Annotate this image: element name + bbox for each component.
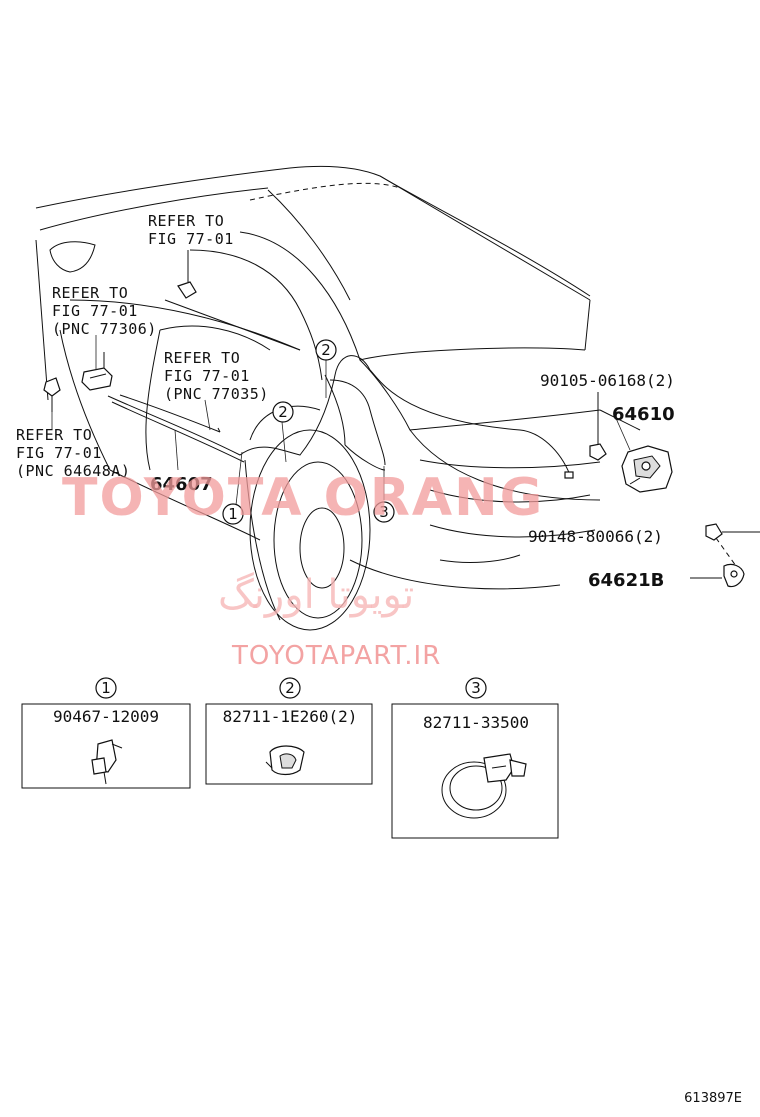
refer-b-line1: REFER TO [52,284,128,302]
callout-2-number: 2 [278,403,288,421]
detail-box-2: 2 82711-1E260(2) [205,677,373,785]
detail-3-callout: 3 [471,679,481,697]
callout-2a-marker: 2 [272,401,294,423]
refer-label-d: REFER TO FIG 77-01 (PNC 64648A) [16,426,130,480]
refer-b-line3: (PNC 77306) [52,320,157,338]
lever-part [43,377,61,412]
callout-2-number: 2 [321,341,331,359]
refer-label-c: REFER TO FIG 77-01 (PNC 77035) [164,349,269,403]
detail-1-callout: 1 [101,679,111,697]
watermark-brand: TOYOTA ORANG [62,468,544,528]
callout-3-number: 3 [379,503,389,521]
refer-c-line1: REFER TO [164,349,240,367]
refer-a-line1: REFER TO [148,212,224,230]
refer-label-a: REFER TO FIG 77-01 [148,212,234,248]
part-label-90148: 90148-80066(2) [528,527,663,546]
detail-2-part-number: 82711-1E260(2) [223,707,358,726]
detail-1-part-number: 90467-12009 [53,707,159,726]
refer-b-line2: FIG 77-01 [52,302,138,320]
refer-d-line2: FIG 77-01 [16,444,102,462]
diagram-callouts: 1 2 2 3 [222,339,395,525]
part-label-90105: 90105-06168(2) [540,371,675,390]
refer-a-line2: FIG 77-01 [148,230,234,248]
detail-box-1: 1 90467-12009 [21,677,191,789]
screw-90148 [705,523,760,567]
lock-connector [81,352,113,391]
detail-box-3: 3 82711-33500 [391,677,559,839]
callout-3-marker: 3 [373,501,395,523]
part-label-64621b: 64621B [588,570,664,591]
refer-c-line3: (PNC 77035) [164,385,269,403]
refer-c-line2: FIG 77-01 [164,367,250,385]
rear-wheel [244,405,371,631]
part-label-64610: 64610 [612,404,675,425]
clip-90467-drawing [91,739,123,785]
refer-d-line1: REFER TO [16,426,92,444]
leader-lines [51,335,631,506]
part-label-64607: 64607 [150,474,213,495]
screw-90105 [589,392,607,461]
car-body-outline [35,165,641,590]
callout-1-number: 1 [228,505,238,523]
refer-d-line3: (PNC 64648A) [16,462,130,480]
refer-label-b: REFER TO FIG 77-01 (PNC 77306) [52,284,157,338]
detail-3-part-number: 82711-33500 [423,713,529,732]
fuel-lid-lock-64610 [621,445,673,493]
watermark-site: TOYOTAPART.IR [231,641,441,671]
lid-hinge-64621b [690,563,745,588]
callout-2b-marker: 2 [315,339,337,361]
band-clamp-82711-33500-drawing [441,753,527,819]
fuel-lid-release-cable [107,355,574,479]
watermark-persian: تویوتا اورنگ [218,572,414,618]
callout-1-marker: 1 [222,503,244,525]
figure-code: 613897E [684,1091,742,1106]
clamp-82711-1e260-drawing [265,745,305,776]
bolt-top [177,250,197,299]
detail-2-callout: 2 [285,679,295,697]
